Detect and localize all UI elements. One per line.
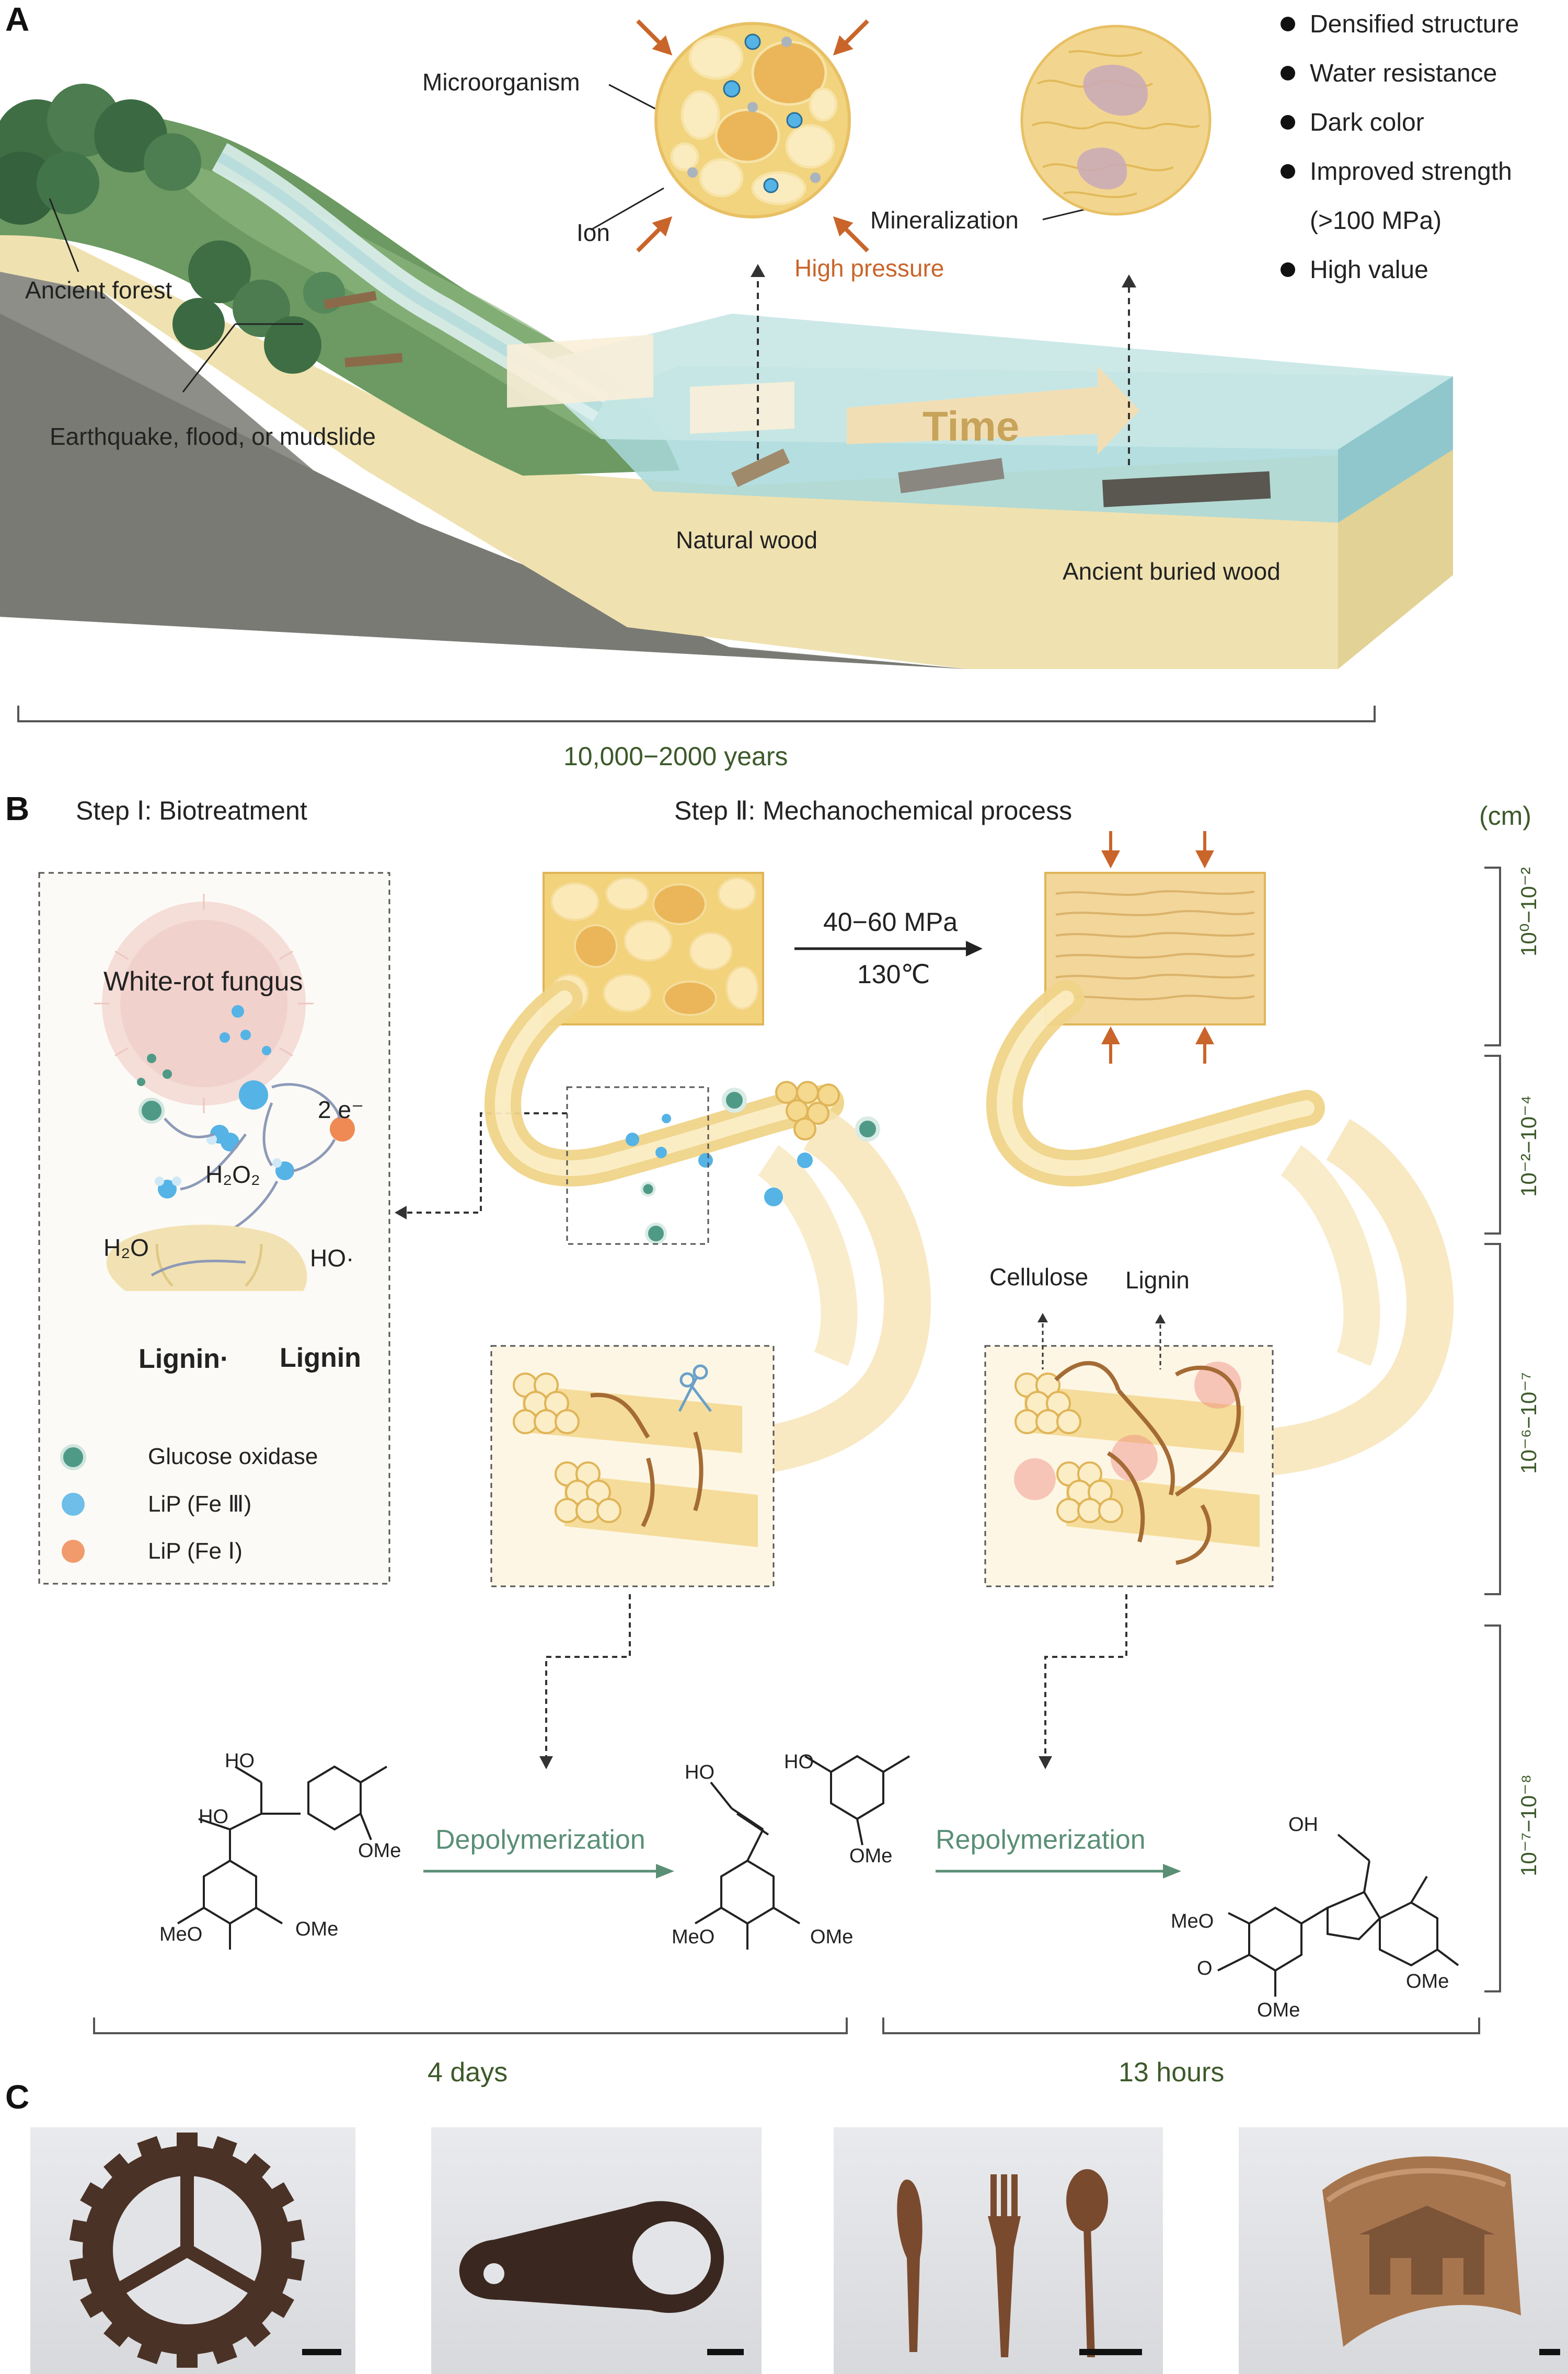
step1-title: Step Ⅰ: Biotreatment [76, 796, 307, 825]
chemical-structures [177, 1755, 1459, 1997]
chem-label-o: O [1197, 1957, 1213, 1979]
step2-title: Step Ⅱ: Mechanochemical process [674, 796, 1073, 825]
panel-b-letter: B [5, 790, 30, 827]
panel-c-letter: C [5, 2078, 30, 2116]
cellulose-bundles-left [513, 1364, 758, 1547]
scale-label: 10⁻²−10⁻⁴ [1516, 1095, 1541, 1197]
lignin-bond-label: Lignin [1125, 1266, 1190, 1294]
chem-label-ho: HO [685, 1761, 714, 1783]
label-natural-wood: Natural wood [676, 526, 818, 554]
lignin-radical-label: Lignin· [139, 1344, 229, 1374]
pressure-label: 40−60 MPa [823, 907, 958, 937]
temperature-label: 130℃ [857, 960, 930, 989]
chem-label-ome: OMe [295, 1918, 339, 1940]
mineralization-circle [1020, 25, 1212, 216]
h2o2-molecule [206, 1125, 239, 1151]
chem-label-ome: OMe [358, 1840, 401, 1862]
high-pressure-arrows [636, 19, 869, 252]
property-item: Water resistance [1275, 49, 1519, 98]
property-item: High value [1275, 246, 1519, 295]
timespan-bracket [17, 706, 1376, 722]
label-ion: Ion [577, 219, 610, 246]
photo-cam-plate [431, 2127, 762, 2374]
chem-label-oh: OH [1288, 1814, 1318, 1836]
label-high-pressure: High pressure [794, 255, 944, 282]
property-item: Improved strength [1275, 147, 1519, 197]
sediment-side [1338, 439, 1453, 669]
cell-structure-circle [654, 22, 851, 218]
light-panel-2 [690, 382, 794, 434]
panel-a-letter: A [5, 1, 30, 38]
panel-b: B Step Ⅰ: Biotreatment Step Ⅱ: Mechanoch… [0, 774, 1568, 2101]
fungus-label: White-rot fungus [103, 966, 303, 997]
duration-13-hours: 13 hours [1119, 2057, 1225, 2088]
ancient-forest-trees [0, 84, 345, 374]
photo-cutlery [834, 2127, 1163, 2374]
scale-bar [707, 2349, 744, 2355]
lignin-label: Lignin [280, 1343, 361, 1373]
scale-bar [1539, 2349, 1560, 2355]
time-arrow [847, 366, 1139, 455]
property-item: (>100 MPa) [1310, 207, 1442, 235]
fiber-ends-left [775, 1081, 840, 1140]
ho-label: HO· [310, 1244, 354, 1272]
chem-label-ome: OMe [1406, 1970, 1449, 1992]
label-disaster: Earthquake, flood, or mudslide [50, 423, 376, 450]
chem-label-ome: OMe [849, 1845, 893, 1867]
chem-label-ome: OMe [1257, 1999, 1300, 2021]
h2o2-label: H₂O₂ [205, 1161, 260, 1188]
water-side [1338, 376, 1453, 523]
sediment-layer [0, 225, 1453, 669]
depolymerization-label: Depolymerization [435, 1825, 645, 1855]
cellulose-bundles-right [1014, 1361, 1260, 1565]
photo-gear [30, 2127, 355, 2374]
chem-label-ho: HO [225, 1750, 255, 1772]
scale-label: 10⁻⁷−10⁻⁸ [1516, 1774, 1541, 1876]
repolymerization-label: Repolymerization [936, 1825, 1146, 1855]
two-electron-label: 2 e⁻ [318, 1096, 364, 1123]
duration-4-days: 4 days [428, 2057, 508, 2088]
label-ancient-forest: Ancient forest [25, 276, 172, 304]
fiber-bundle-left [484, 980, 931, 1477]
property-item: Dark color [1275, 98, 1519, 147]
legend-lip-fe3: LiP (Fe Ⅲ) [148, 1491, 252, 1517]
panel-b-illustration [38, 831, 1501, 2034]
property-item: Densified structure [1275, 0, 1519, 49]
lignin-cell-graphic [106, 1225, 307, 1291]
h2o-label: H₂O [103, 1234, 149, 1261]
legend-lip-fe1: LiP (Fe Ⅰ) [148, 1538, 243, 1564]
cellulose-label: Cellulose [989, 1263, 1089, 1290]
scale-bar [1079, 2349, 1142, 2355]
chem-label-meo: MeO [1171, 1910, 1214, 1932]
scale-bar [302, 2349, 341, 2355]
landscape-illustration [0, 84, 1453, 722]
chem-label-meo: MeO [672, 1926, 715, 1948]
label-ancient-buried-wood: Ancient buried wood [1063, 558, 1281, 585]
scale-label: 10⁰−10⁻² [1516, 867, 1541, 956]
chem-label-meo: MeO [159, 1923, 203, 1945]
chem-label-ho: HO [199, 1806, 228, 1828]
bedrock-shadow [0, 314, 967, 669]
property-list: Densified structure Water resistance Dar… [1275, 0, 1519, 295]
legend-glucose-oxidase: Glucose oxidase [148, 1444, 318, 1469]
fiber-bundle-right [986, 980, 1454, 1477]
unit-label: (cm) [1479, 801, 1531, 831]
ho-radical [272, 1158, 294, 1180]
light-panel-1 [507, 335, 653, 408]
scale-label: 10⁻⁶−10⁻⁷ [1516, 1372, 1541, 1474]
chem-label-ome: OMe [810, 1926, 854, 1948]
h2o-molecule [155, 1177, 181, 1198]
label-time: Time [923, 403, 1020, 450]
label-mineralization: Mineralization [870, 206, 1019, 234]
label-timespan: 10,000−2000 years [563, 742, 788, 771]
photo-curved-panel [1239, 2127, 1568, 2374]
label-microorganism: Microorganism [422, 68, 580, 96]
logs [324, 291, 1271, 508]
chem-label-ho: HO [784, 1751, 814, 1773]
panel-a: A [0, 0, 1568, 774]
